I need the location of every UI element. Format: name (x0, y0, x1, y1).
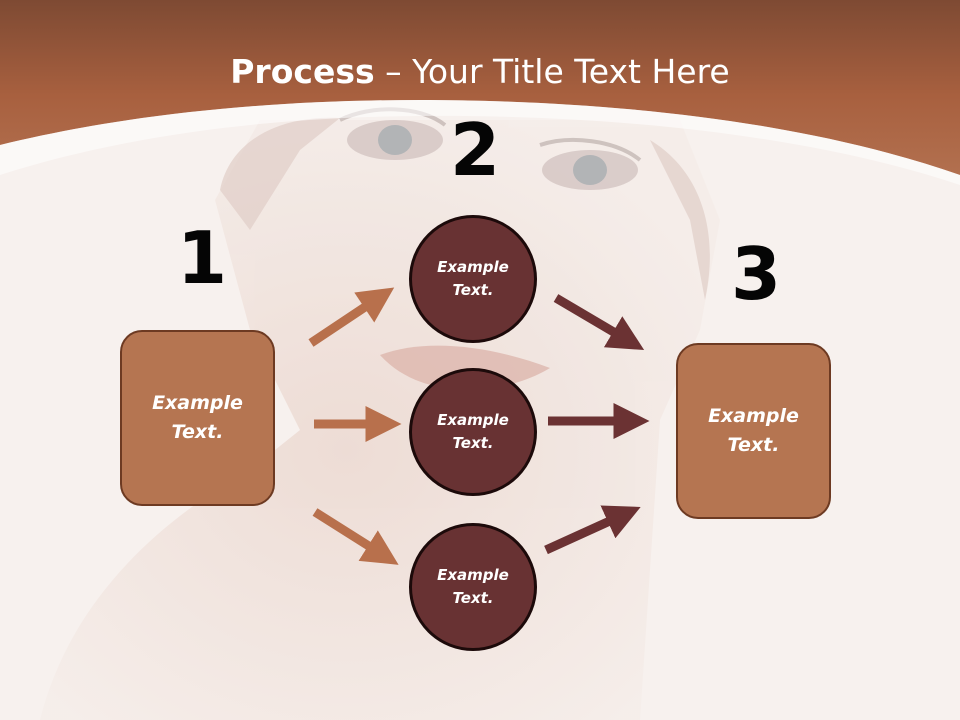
title-rest: – Your Title Text Here (374, 52, 730, 91)
step-1-box: Example Text. (120, 330, 275, 506)
step-2-circle-top: Example Text. (409, 215, 537, 343)
arrow-2a-to-3 (553, 294, 645, 351)
step-3-box: Example Text. (676, 343, 831, 519)
step-2-circle-bottom: Example Text. (409, 523, 537, 651)
slide-title: Process – Your Title Text Here (0, 52, 960, 91)
step-number-3: 3 (731, 232, 782, 316)
step-2-circle-middle: Example Text. (409, 368, 537, 496)
header-swoosh (0, 100, 960, 185)
header-band (0, 0, 960, 175)
title-bold: Process (230, 52, 375, 91)
arrow-1-to-2a (308, 287, 395, 347)
arrow-1-to-2c (312, 508, 399, 565)
step-number-1: 1 (177, 216, 228, 300)
arrow-2c-to-3 (544, 505, 641, 555)
step-number-2: 2 (450, 108, 501, 192)
